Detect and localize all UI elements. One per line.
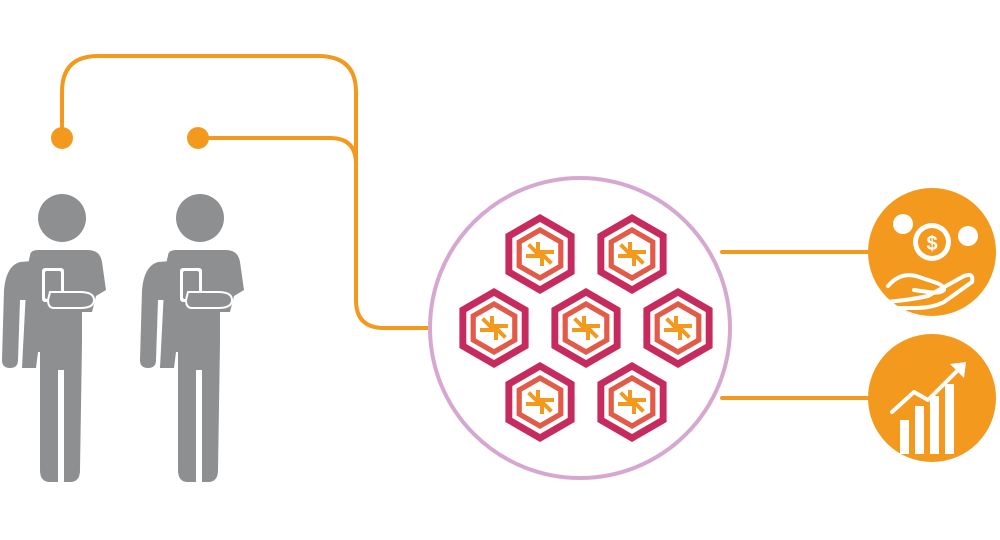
person-head [176,194,224,242]
hexagon-icon [505,214,575,294]
connector-person2-to-hub [196,136,358,166]
hexagon-icon [459,288,529,368]
person-icon-2 [140,194,244,482]
person-hand [46,291,96,309]
hexagon-glyph [664,316,692,340]
connector-start-dot-2 [187,127,209,149]
hexagon-glyph [526,390,554,414]
connector-start-dot-1 [51,127,73,149]
growth-arrow-line [890,364,964,414]
hexagon-glyph [572,316,600,340]
person-hand [184,291,234,309]
person-arm [2,260,46,368]
hexagon-icon [597,214,667,294]
hexagon-glyph [618,242,646,266]
growth-bar-2 [915,406,924,454]
coin-left [893,214,913,234]
person-icon-1 [2,194,106,482]
dollar-glyph: $ [926,233,937,255]
dollar-coin-inner [918,228,946,256]
hexagon-cluster-icon [459,214,713,442]
hexagon-icon [643,288,713,368]
hexagon-icon [505,362,575,442]
growth-arrow-head [950,362,966,378]
hexagon-glyph [618,390,646,414]
hand-holding-dollar-coin-icon: $ [868,188,996,316]
hexagon-glyph [480,316,508,340]
person-arm [140,260,184,368]
person-head [38,194,86,242]
hexagon-icon [597,362,667,442]
hand-shape [884,272,975,310]
connector-lines [60,54,880,400]
growth-bar-1 [900,420,909,454]
growth-bar-4 [945,384,954,454]
connector-person1-to-hub [60,54,438,330]
hexagon-icon [551,288,621,368]
growth-bar-3 [930,396,939,454]
bar-chart-growth-arrow-icon [868,334,996,462]
hexagon-glyph [526,242,554,266]
coin-right [958,226,978,246]
hub-node [428,176,732,480]
